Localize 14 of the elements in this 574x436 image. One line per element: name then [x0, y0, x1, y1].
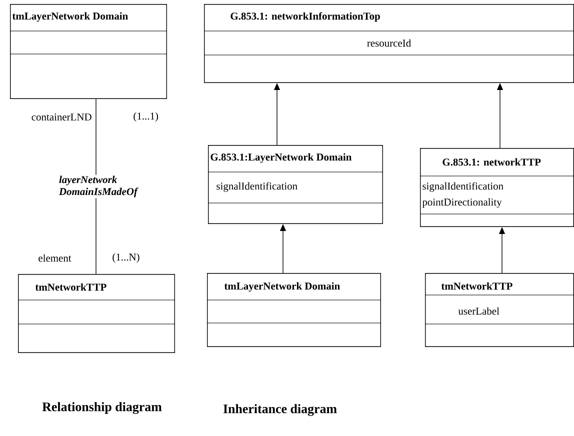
role-name: containerLND	[32, 113, 92, 121]
diagram-caption: Inheritance diagram	[223, 404, 337, 416]
multiplicity: (1...N)	[112, 253, 140, 263]
class-box: G.853.1: networkInformationTop resourceId	[204, 4, 574, 83]
class-box: G.853.1:LayerNetwork Domain signalIdentification	[208, 145, 384, 224]
class-box: tmLayerNetwork Domain	[10, 4, 168, 99]
role-name: element	[38, 254, 72, 262]
edge-label: layerNetwork DomainIsMadeOf	[58, 174, 142, 198]
class-box: tmNetworkTTP userLabel	[424, 273, 574, 347]
class-box: G.853.1: networkTTP signalIdentification pointDirectionality	[420, 148, 574, 227]
class-box: tmLayerNetwork Domain	[206, 273, 382, 347]
class-box: tmNetworkTTP	[18, 274, 176, 353]
diagram-caption: Relationship diagram	[42, 402, 162, 414]
multiplicity: (1...1)	[134, 112, 158, 122]
